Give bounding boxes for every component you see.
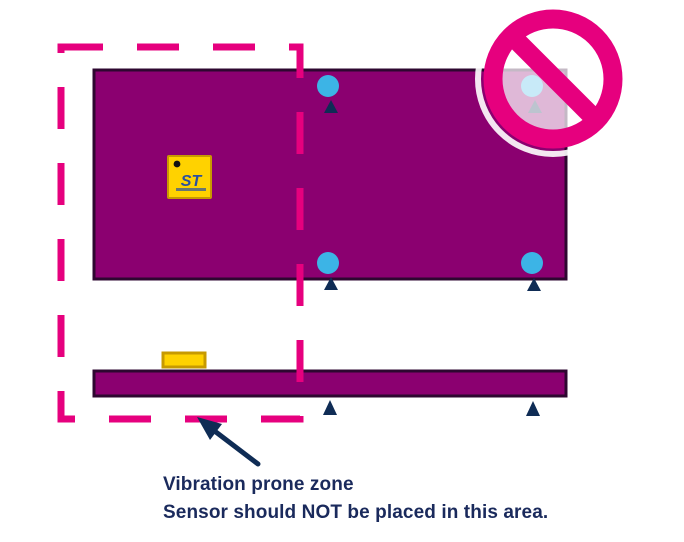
support-triangle-icon: [323, 400, 337, 415]
caption-title: Vibration prone zone: [163, 474, 354, 495]
caption-warning: Sensor should NOT be placed in this area…: [163, 502, 548, 524]
support-triangle-icon: [526, 401, 540, 416]
mounting-point-icon: [521, 252, 543, 291]
caption-warning-prefix: Sensor should: [163, 502, 302, 523]
caption-warning-suffix: be placed in this area.: [342, 502, 549, 523]
arrow-icon: [197, 417, 261, 467]
board-side-view: [92, 369, 568, 398]
sensor-chip-top: ST: [167, 155, 212, 199]
mounting-point-icon: [317, 75, 339, 113]
caption-warning-emphasis: NOT: [301, 502, 343, 523]
mounting-point-icon: [317, 252, 339, 290]
sensor-chip-side: [161, 351, 207, 369]
vibration-zone-outline: [57, 43, 304, 423]
st-logo: ST: [181, 173, 203, 190]
no-entry-icon: [475, 1, 631, 157]
pin1-marker: [173, 160, 181, 168]
